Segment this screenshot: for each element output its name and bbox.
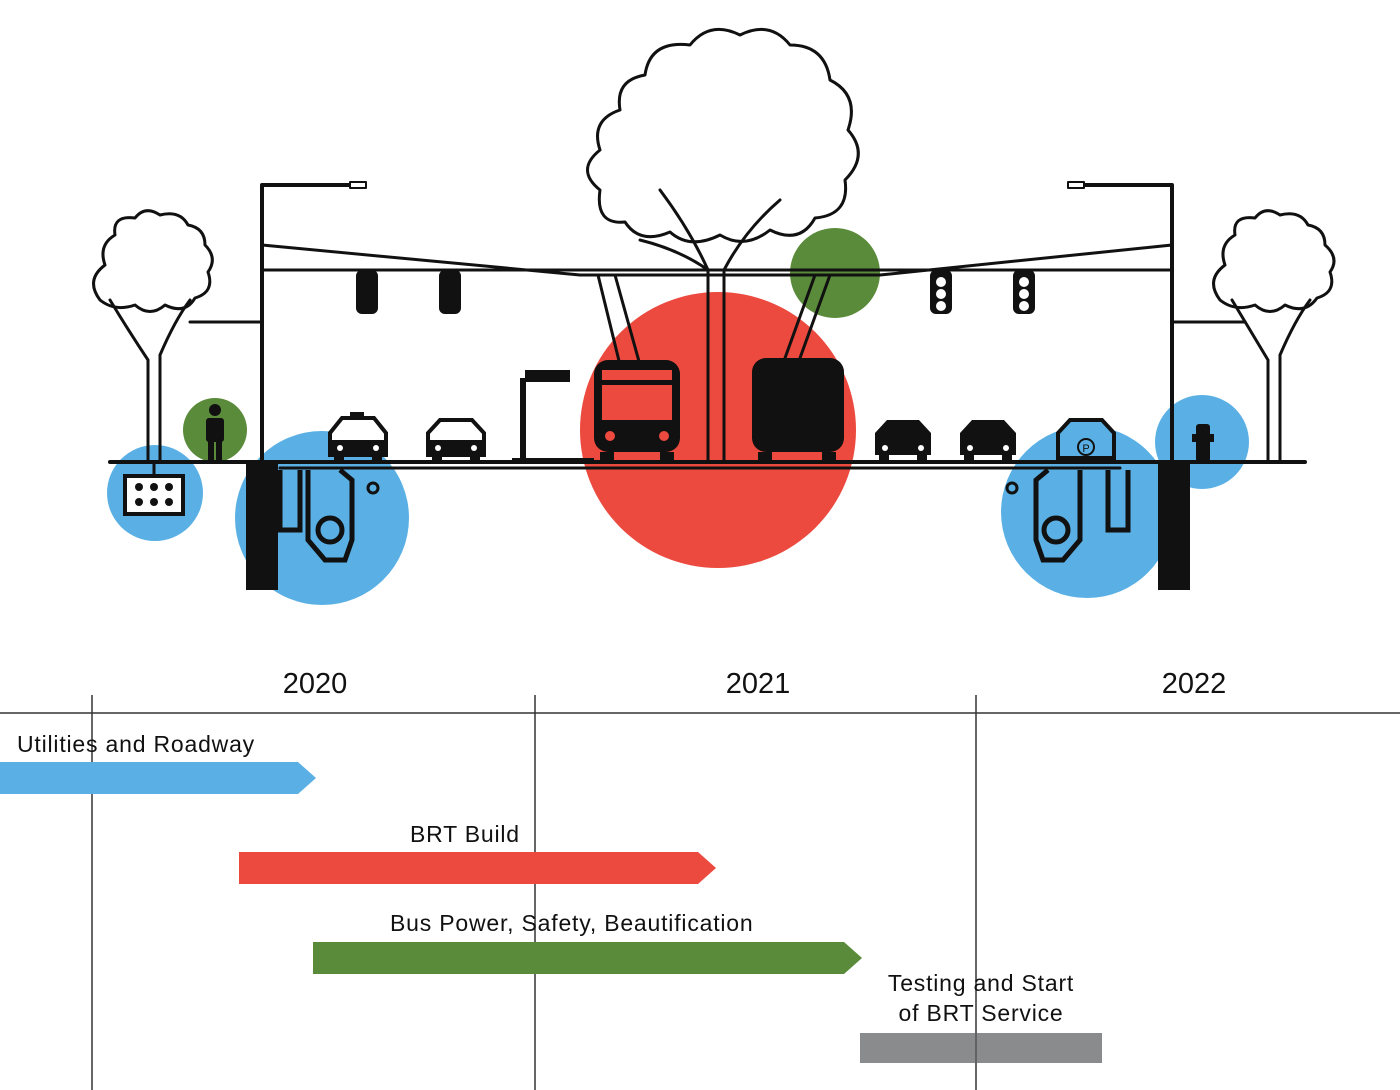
testing-phase-label-line1: Testing and Start [887, 970, 1075, 996]
testing-phase-label-line2: of BRT Service [898, 1000, 1064, 1026]
overhead-trolley-wire [596, 273, 832, 367]
bus-shelter-icon [512, 370, 594, 464]
trolleybus-icon [594, 360, 680, 464]
fire-hydrant-icon [1192, 424, 1214, 462]
traffic-signal-icon [356, 270, 1035, 314]
taxi-icon [328, 412, 388, 463]
year-label-2022: 2022 [1161, 668, 1227, 700]
catch-basin-icon [123, 462, 185, 516]
tree-icon [92, 209, 214, 464]
utility-vault-icon [277, 468, 380, 563]
curb-wall-left [246, 462, 278, 590]
car-icon [875, 420, 931, 463]
utility-vault-icon [1005, 468, 1131, 563]
bus-power-circle-overhead [790, 228, 880, 318]
tree-icon [1212, 209, 1336, 464]
bus-power-phase-arrow [313, 942, 862, 974]
streetlight-icon [1067, 181, 1247, 464]
bus-power-phase-label: Bus Power, Safety, Beautification [390, 910, 754, 936]
testing-phase-bar [860, 1033, 1102, 1063]
car-icon [426, 418, 486, 463]
utilities-phase-arrow [0, 762, 316, 794]
car-icon [960, 420, 1016, 463]
streetlight-icon [188, 181, 367, 464]
year-label-2020: 2020 [282, 668, 348, 700]
pedestrian-icon [206, 404, 224, 460]
utilities-phase-label: Utilities and Roadway [17, 731, 255, 757]
parking-car-icon: P [1056, 418, 1116, 460]
brt-build-phase-label: BRT Build [410, 821, 520, 847]
tree-icon [586, 27, 860, 464]
curb-wall-right [1158, 462, 1190, 590]
svg-text:P: P [1082, 443, 1089, 455]
signal-mast-arm [260, 243, 1174, 277]
testing-phase-label: Testing and Start of BRT Service [861, 968, 1101, 1028]
year-label-2021: 2021 [725, 668, 791, 700]
trolleybus-icon [752, 358, 844, 464]
brt-build-phase-arrow [239, 852, 716, 884]
